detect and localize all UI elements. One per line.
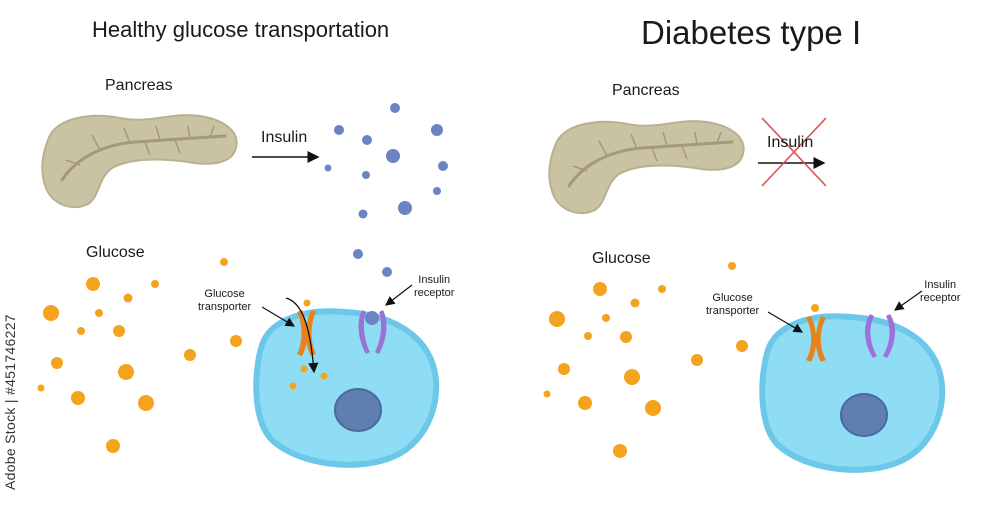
transporter-pointer-right bbox=[767, 311, 804, 333]
nucleus-right bbox=[840, 393, 888, 437]
glucose-uptake-arrow bbox=[285, 297, 319, 374]
receptor-pointer-right bbox=[894, 290, 923, 311]
insulin-molecules-left bbox=[324, 103, 448, 277]
receptor-pointer-left bbox=[385, 284, 413, 306]
insulin-label-right: Insulin bbox=[767, 134, 814, 151]
title-diabetes: Diabetes type I bbox=[641, 14, 862, 51]
insulin-receptor-right bbox=[864, 314, 896, 358]
glucose-transporter-right bbox=[806, 316, 826, 362]
pancreas-left-organ bbox=[41, 114, 238, 209]
title-healthy: Healthy glucose transportation bbox=[92, 17, 390, 42]
receptor-label-left-line2: receptor bbox=[414, 287, 455, 299]
transporter-label-right-line2: transporter bbox=[706, 305, 760, 317]
pancreas-label-right: Pancreas bbox=[612, 82, 680, 99]
glucose-transporter-left bbox=[297, 310, 316, 356]
receptor-label-right: Insulin receptor bbox=[920, 279, 960, 305]
transporter-pointer-left bbox=[261, 306, 296, 327]
transporter-label-left-line2: transporter bbox=[198, 301, 252, 313]
receptor-label-left-line1: Insulin bbox=[418, 274, 451, 286]
stock-watermark: Adobe Stock | #451746227 bbox=[2, 314, 18, 490]
transporter-label-right: Glucose transporter bbox=[706, 292, 759, 318]
receptor-label-right-line1: Insulin bbox=[924, 279, 957, 291]
transporter-label-left-line1: Glucose bbox=[204, 288, 245, 300]
cell-left bbox=[253, 308, 440, 468]
pancreas-right-organ bbox=[548, 120, 745, 215]
pancreas-label-left: Pancreas bbox=[105, 77, 173, 94]
receptor-label-right-line2: receptor bbox=[920, 292, 961, 304]
glucose-molecules-left bbox=[37, 258, 311, 453]
transporter-label-right-line1: Glucose bbox=[712, 292, 753, 304]
receptor-label-left: Insulin receptor bbox=[414, 274, 454, 300]
no-insulin-cross bbox=[761, 117, 827, 187]
glucose-label-left: Glucose bbox=[86, 244, 145, 261]
insulin-label-left: Insulin bbox=[261, 129, 308, 146]
transporter-label-left: Glucose transporter bbox=[198, 288, 251, 314]
glucose-molecules-right bbox=[543, 262, 819, 458]
glucose-entering-cell-left bbox=[289, 365, 328, 390]
insulin-receptor-left bbox=[358, 310, 387, 354]
cell-right bbox=[759, 313, 946, 473]
glucose-label-right: Glucose bbox=[592, 250, 651, 267]
nucleus-left bbox=[334, 388, 382, 432]
